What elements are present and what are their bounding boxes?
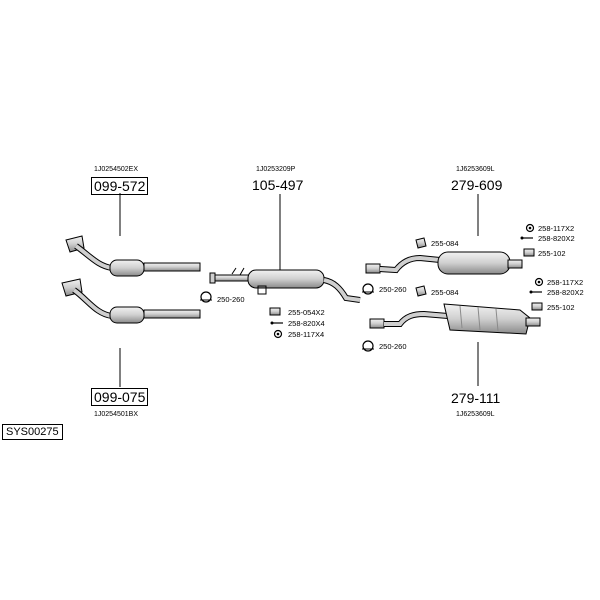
fitting-label-mid-bolt[interactable]: 258-820X4 — [288, 319, 325, 328]
fitting-label-ru-bolt[interactable]: 258-820X2 — [538, 234, 575, 243]
oe-code-rear-upper: 1J6253609L — [456, 166, 495, 173]
clamp-icon — [362, 283, 374, 295]
diagram-id-label: SYS00275 — [2, 424, 63, 440]
washer-icon — [525, 223, 535, 233]
fitting-label-mid-clamp[interactable]: 250-260 — [217, 295, 245, 304]
bolt-icon — [529, 290, 542, 294]
front-pipe-catalyst-lower[interactable] — [61, 278, 201, 324]
fitting-label-ru-hanger[interactable]: 255-084 — [431, 239, 459, 248]
rubber-mount-icon — [523, 248, 535, 257]
front-pipe-catalyst-upper[interactable] — [65, 235, 201, 277]
fitting-label-rl-hanger[interactable]: 255-084 — [431, 288, 459, 297]
hanger-icon — [415, 285, 427, 297]
fitting-label-ru-rubber[interactable]: 255-102 — [538, 249, 566, 258]
part-number-099-572[interactable]: 099-572 — [91, 177, 149, 195]
oe-code-front-upper: 1J0254502EX — [94, 166, 138, 173]
oe-code-middle: 1J0253209P — [256, 166, 296, 173]
part-number-105-497[interactable]: 105-497 — [252, 177, 304, 193]
oe-code-rear-lower: 1J6253609L — [456, 411, 495, 418]
part-number-099-075[interactable]: 099-075 — [91, 388, 149, 406]
fitting-label-ru-washer[interactable]: 258-117X2 — [538, 224, 575, 233]
fitting-label-rl-bolt[interactable]: 258-820X2 — [547, 288, 584, 297]
oe-code-front-lower: 1J0254501BX — [94, 411, 138, 418]
fitting-label-mid-washer[interactable]: 258-117X4 — [288, 330, 325, 339]
fitting-label-ru-clamp[interactable]: 250-260 — [379, 285, 407, 294]
rear-silencer-lower[interactable] — [369, 303, 541, 335]
rubber-mount-icon — [531, 302, 543, 311]
fitting-label-mid-rubber[interactable]: 255-054X2 — [288, 308, 325, 317]
part-number-279-111[interactable]: 279-111 — [451, 390, 501, 406]
washer-icon — [534, 277, 544, 287]
rear-silencer-upper[interactable] — [365, 251, 523, 275]
rubber-mount-icon — [269, 307, 281, 316]
clamp-icon — [362, 340, 374, 352]
fitting-label-rl-rubber[interactable]: 255-102 — [547, 303, 575, 312]
part-number-279-609[interactable]: 279-609 — [451, 177, 503, 193]
fitting-label-rl-clamp[interactable]: 250-260 — [379, 342, 407, 351]
washer-icon — [273, 329, 283, 339]
middle-silencer[interactable] — [209, 267, 361, 303]
hanger-icon — [415, 237, 427, 249]
bolt-icon — [520, 236, 533, 240]
bolt-icon — [270, 321, 283, 325]
clamp-icon — [200, 291, 212, 303]
fitting-label-rl-washer[interactable]: 258-117X2 — [547, 278, 584, 287]
